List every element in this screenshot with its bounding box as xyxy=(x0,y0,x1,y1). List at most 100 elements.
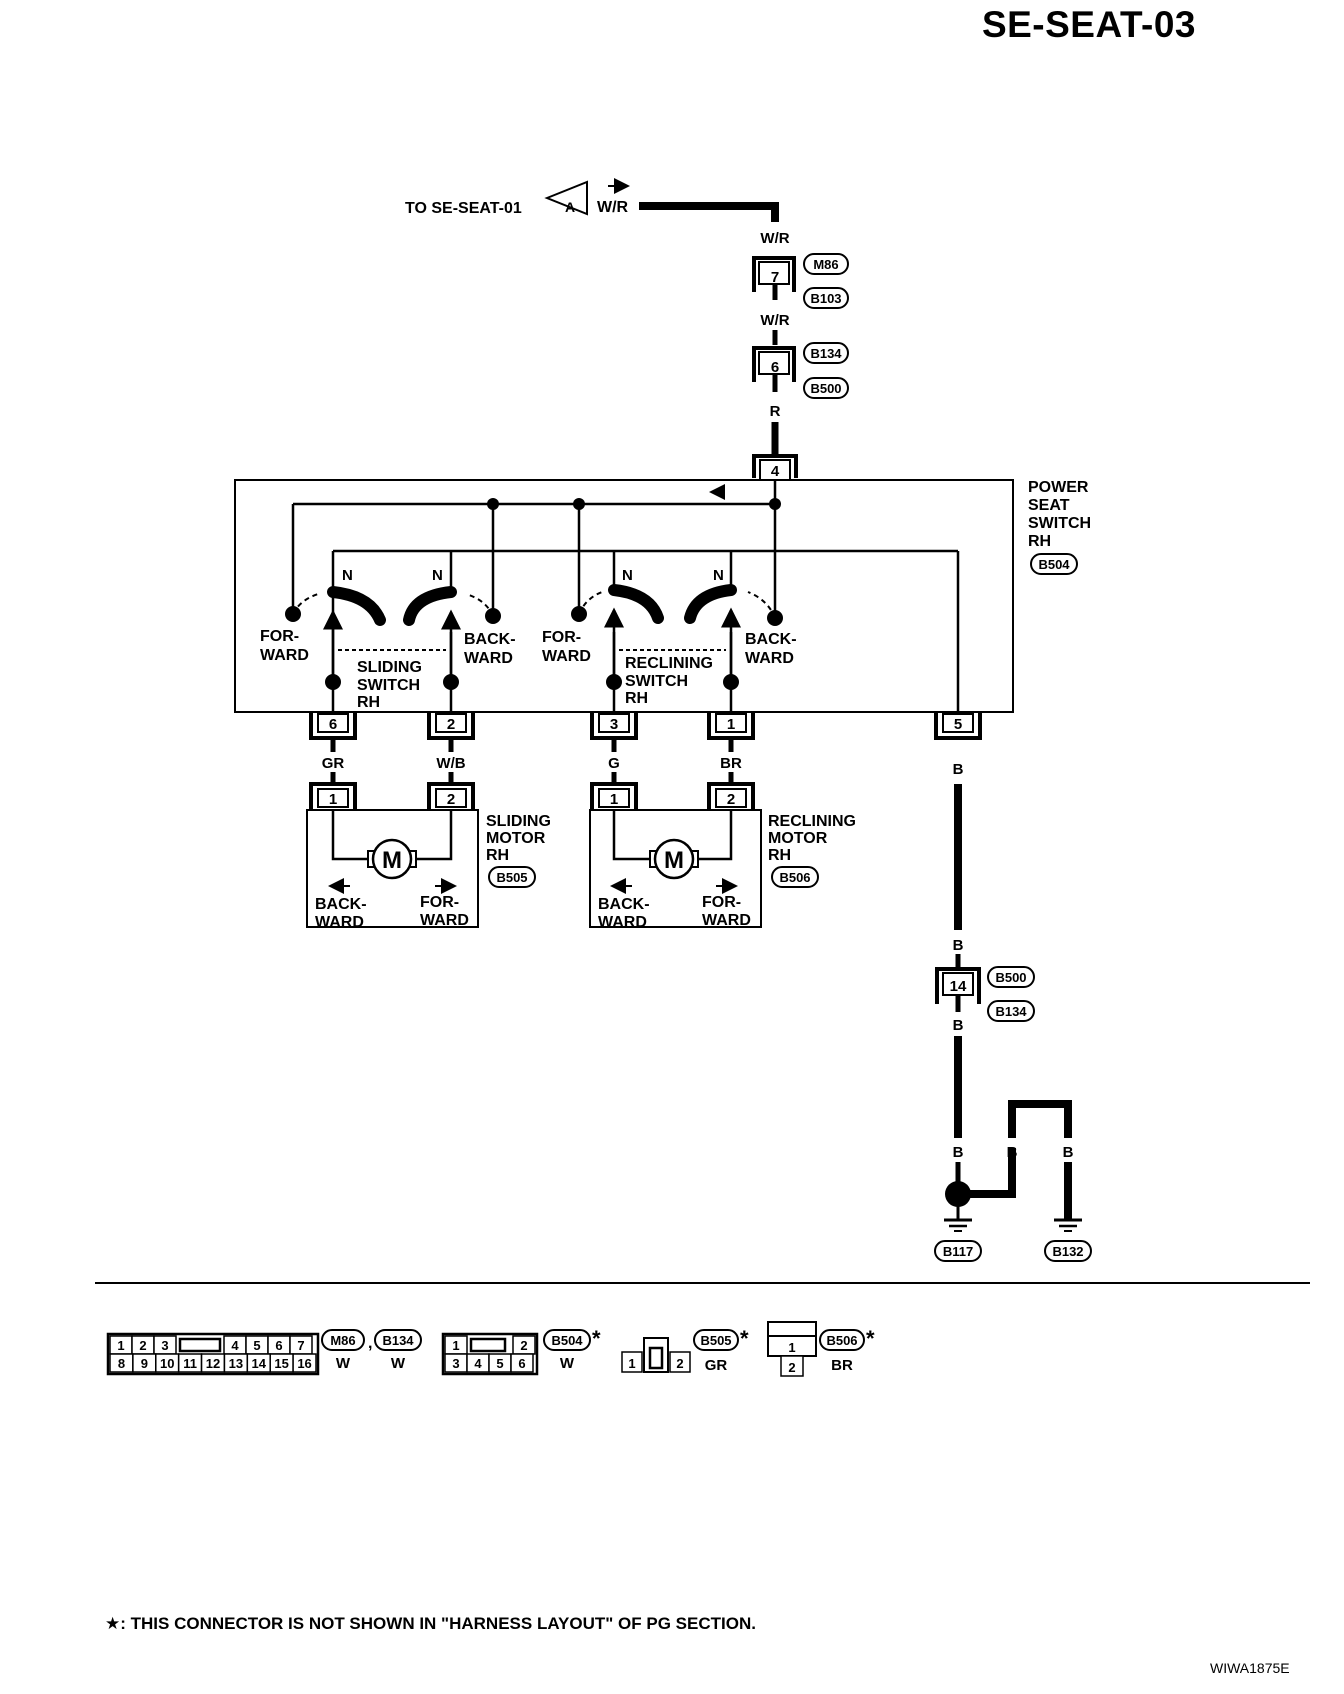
connector-pin-number: 5 xyxy=(253,1338,260,1353)
connector-m86-label: M86 xyxy=(813,257,838,272)
switch-pin-3: 3 xyxy=(590,712,638,740)
document-code: WIWA1875E xyxy=(1210,1660,1290,1676)
svg-text:N: N xyxy=(432,567,443,584)
svg-text:B: B xyxy=(953,1144,964,1161)
connector-pin-number: 1 xyxy=(452,1338,459,1353)
wire-harness-top: W/R xyxy=(639,202,790,247)
connector-cell xyxy=(669,1351,691,1373)
connector-pin-number: 2 xyxy=(676,1356,683,1371)
connector-latch xyxy=(648,1346,664,1370)
svg-text:FOR-: FOR- xyxy=(260,628,299,645)
connector-b134-label: B134 xyxy=(810,346,842,361)
svg-text:SWITCH: SWITCH xyxy=(357,677,420,694)
svg-text:B: B xyxy=(953,761,964,778)
svg-text:5: 5 xyxy=(954,716,962,733)
connector-id-text: B505 xyxy=(700,1333,731,1348)
svg-text:WARD: WARD xyxy=(464,650,513,667)
ground-b117-label: B117 xyxy=(943,1244,973,1259)
svg-text:BACK-: BACK- xyxy=(464,631,516,648)
switch-bottom-pins: 6 2 3 1 5 xyxy=(309,712,982,740)
wire-label-wr-top: W/R xyxy=(597,199,629,216)
ground-split: B B B B xyxy=(945,1017,1074,1220)
svg-text:RECLINING: RECLINING xyxy=(625,655,713,672)
switch-pin-6: 6 xyxy=(309,712,357,740)
svg-text:WARD: WARD xyxy=(702,912,751,929)
reclining-switch-label: RECLINING SWITCH RH xyxy=(625,655,713,707)
connector-id-oval xyxy=(374,1329,422,1351)
svg-text:B134: B134 xyxy=(995,1004,1027,1019)
connector-pin-number: 2 xyxy=(520,1338,527,1353)
sliding-motor-symbol xyxy=(371,838,413,880)
svg-text:POWER: POWER xyxy=(1028,479,1089,496)
svg-text:1: 1 xyxy=(727,716,735,733)
connector-id-oval xyxy=(543,1329,591,1351)
switch-pin-5: 5 xyxy=(934,712,982,740)
junction-dots xyxy=(487,498,781,510)
connector-pin-number: 6 xyxy=(275,1338,282,1353)
switch-levers xyxy=(292,584,776,626)
svg-text:B: B xyxy=(953,937,964,954)
connector-pin-number: 8 xyxy=(118,1356,125,1371)
connector-color: GR xyxy=(705,1357,728,1374)
svg-text:3: 3 xyxy=(610,716,618,733)
switch-pin-1: 1 xyxy=(707,712,755,740)
ground-b132: B132 xyxy=(1044,1218,1092,1262)
connector-pin-number: 3 xyxy=(161,1338,168,1353)
svg-text:B: B xyxy=(1007,1144,1018,1161)
svg-text:W/B: W/B xyxy=(436,755,465,772)
connector-cell xyxy=(621,1351,643,1373)
connector-pin-number: 1 xyxy=(628,1356,635,1371)
connector-body xyxy=(106,1332,320,1376)
reclining-motor: 1 2 M BACK- WARD FOR- WARD RECLINING MOT… xyxy=(589,782,856,931)
connector-pin-number: 4 xyxy=(231,1338,239,1353)
motor-feed-wires xyxy=(330,738,734,784)
svg-text:SLIDING: SLIDING xyxy=(357,659,422,676)
switch-direction-labels: FOR- WARD BACK- WARD FOR- WARD BACK- WAR… xyxy=(260,628,797,667)
wire-label-wr-1: W/R xyxy=(760,230,789,247)
ground-wire: B B xyxy=(953,761,964,967)
svg-text:RH: RH xyxy=(625,690,648,707)
svg-text:N: N xyxy=(622,567,633,584)
connector-color: W xyxy=(560,1355,575,1372)
power-seat-switch-label: POWER SEAT SWITCH RH B504 xyxy=(1028,479,1091,575)
svg-text:2: 2 xyxy=(447,791,455,808)
svg-text:RH: RH xyxy=(357,694,380,711)
connector-b500-label: B500 xyxy=(810,381,841,396)
svg-text:M: M xyxy=(664,847,684,874)
connector-b505-label: B505 xyxy=(496,870,527,885)
svg-text:RH: RH xyxy=(768,847,791,864)
svg-text:2: 2 xyxy=(447,716,455,733)
connector-pin-number: 14 xyxy=(252,1356,267,1371)
connector-id-oval xyxy=(321,1329,365,1351)
connector-latch xyxy=(469,1337,507,1353)
connector-pin-number: 16 xyxy=(297,1356,311,1371)
connector-cell xyxy=(292,1353,317,1373)
star-mark: * xyxy=(866,1326,875,1351)
svg-text:B500: B500 xyxy=(995,970,1026,985)
connector-pin-number: 10 xyxy=(160,1356,174,1371)
neutral-labels: N N N N xyxy=(342,567,724,584)
svg-text:G: G xyxy=(608,755,620,772)
svg-text:FOR-: FOR- xyxy=(420,894,459,911)
svg-text:1: 1 xyxy=(329,791,337,808)
connector-pin-number: 7 xyxy=(297,1338,304,1353)
connector-pin-number: 13 xyxy=(229,1356,243,1371)
star-mark: * xyxy=(740,1326,749,1351)
connector-pin-number: 2 xyxy=(139,1338,146,1353)
connector-view-b505: 1 2 B505 * GR xyxy=(621,1326,749,1374)
connector-pin-number: 2 xyxy=(788,1360,795,1375)
ground-b132-label: B132 xyxy=(1052,1244,1083,1259)
svg-text:N: N xyxy=(342,567,353,584)
svg-text:MOTOR: MOTOR xyxy=(486,830,546,847)
separator-comma: , xyxy=(368,1335,372,1352)
connector-pin-number: 15 xyxy=(274,1356,288,1371)
connector-cell xyxy=(780,1355,804,1377)
svg-text:SLIDING: SLIDING xyxy=(486,813,551,830)
svg-text:RH: RH xyxy=(486,847,509,864)
connector-id-text: B134 xyxy=(382,1333,414,1348)
svg-text:MOTOR: MOTOR xyxy=(768,830,828,847)
svg-text:FOR-: FOR- xyxy=(542,629,581,646)
connector-body xyxy=(441,1332,539,1376)
